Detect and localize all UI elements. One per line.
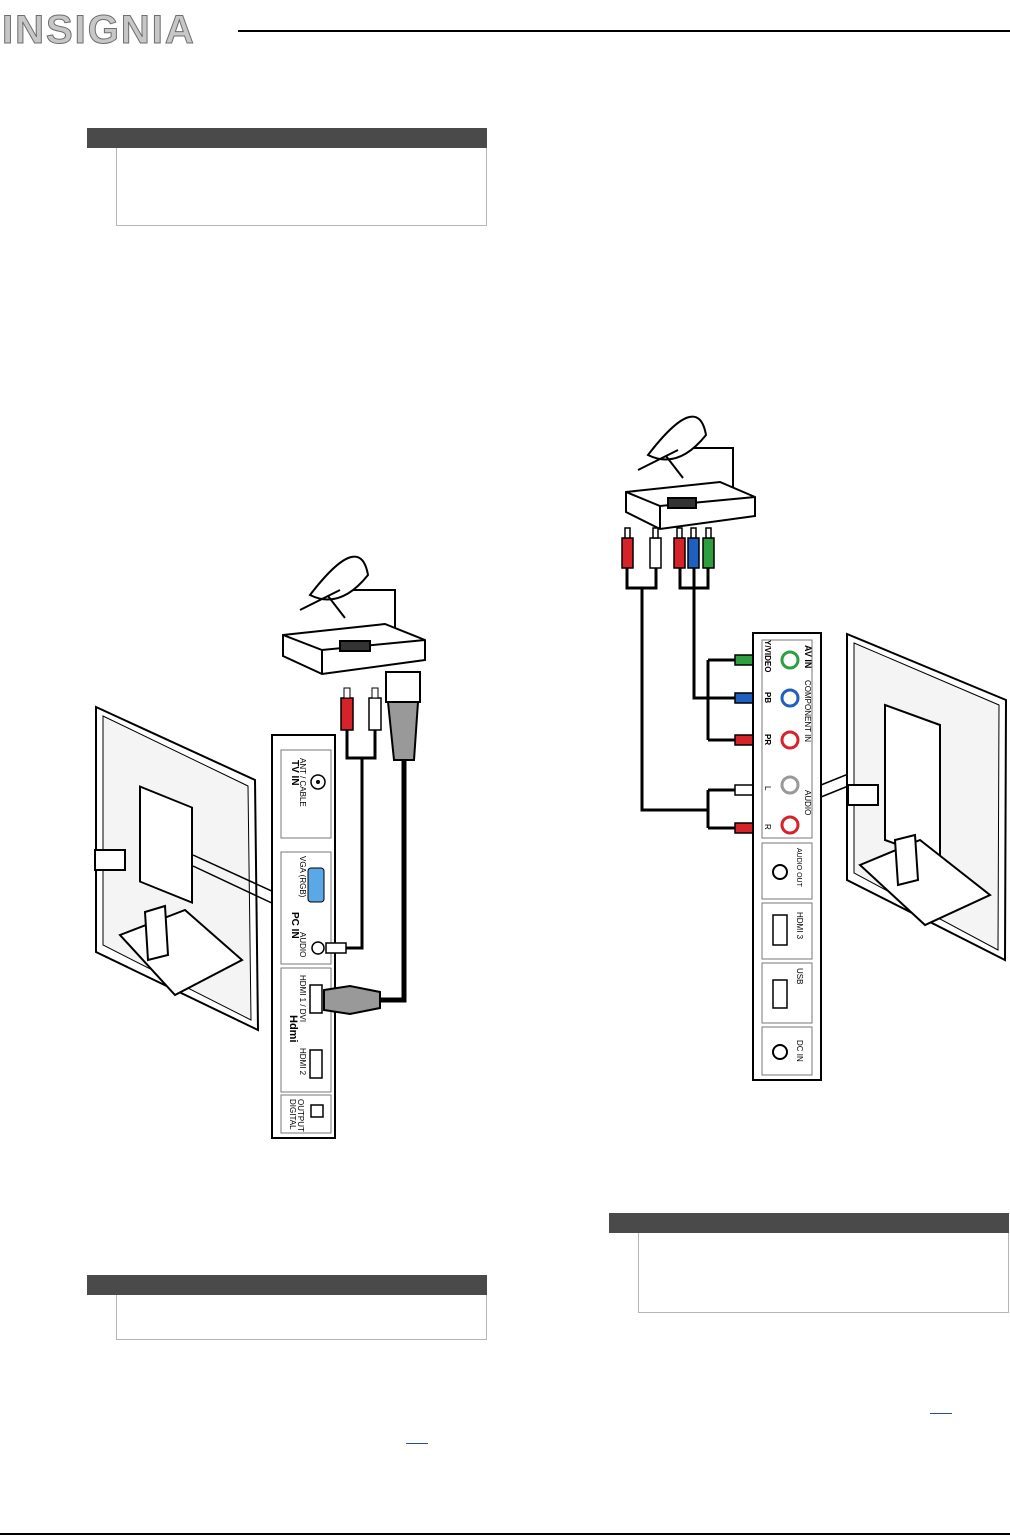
left-cables: [332, 728, 407, 1003]
footer-rule: [0, 1533, 1010, 1535]
label-pr: PR: [763, 734, 772, 745]
label-audio-r: R: [763, 824, 772, 830]
left-connector-panel: TV IN ANT / CABLE PC IN VGA (RGB) AUDIO …: [271, 734, 336, 1139]
label-vga: VGA (RGB): [298, 856, 307, 898]
page-link-underline-left[interactable]: [406, 1443, 428, 1444]
note-box-body: [116, 1295, 487, 1340]
rca-plug-red-icon: [340, 687, 354, 731]
audio-out-port: [772, 864, 788, 880]
tv-back-icon: [846, 632, 1008, 962]
tv-back-icon: [94, 705, 260, 1032]
dc-in-port: [772, 1044, 788, 1060]
rca-plugs-top: [621, 527, 715, 569]
left-connection-illustration: TV IN ANT / CABLE PC IN VGA (RGB) AUDIO …: [94, 555, 426, 1139]
hdmi1-port: [309, 984, 323, 1014]
label-tv-in: TV IN: [289, 760, 300, 786]
label-yvideo: Y/VIDEO: [763, 640, 772, 672]
note-box-bar: [87, 1275, 487, 1295]
hdmi-plug-tv-icon: [323, 984, 381, 1016]
usb-port: [772, 979, 788, 1009]
label-usb: USB: [795, 968, 804, 984]
header-rule: [238, 30, 1010, 32]
pc-audio-port: [311, 941, 325, 955]
audio-r-port: [780, 815, 800, 835]
note-box-bar: [87, 128, 487, 148]
audio-plug-tv-icon: [325, 942, 347, 954]
label-audio-l: L: [763, 786, 772, 791]
label-audio: AUDIO: [803, 790, 812, 815]
rca-plug-white-icon: [368, 687, 382, 731]
label-pc-in: PC IN: [289, 912, 300, 939]
right-connector-panel: AV IN Y/VIDEO PB COMPONENT IN PR L AUDIO…: [752, 632, 822, 1081]
note-box-body: [116, 148, 487, 226]
hdmi-plug-top-icon: [385, 671, 421, 761]
label-hdmi3: HDMI 3: [795, 912, 804, 940]
digital-output-port: [310, 1104, 324, 1118]
note-box-bar: [609, 1213, 1009, 1233]
right-connection-illustration: AV IN Y/VIDEO PB COMPONENT IN PR L AUDIO…: [621, 415, 1008, 1081]
label-audio-out: AUDIO OUT: [795, 848, 802, 888]
note-box-body: [638, 1233, 1009, 1313]
label-output: OUTPUT: [296, 1099, 305, 1132]
label-ant-cable: ANT / CABLE: [298, 758, 307, 807]
satellite-receiver-icon: [625, 415, 756, 531]
satellite-receiver-icon: [282, 555, 426, 676]
label-component-in: COMPONENT IN: [803, 680, 812, 742]
audio-l-port: [780, 775, 800, 795]
label-hdmi1-dvi: HDMI 1 / DVI: [298, 975, 307, 1022]
hdmi3-port: [772, 914, 788, 946]
pr-port: [780, 730, 800, 750]
note-box-3: [609, 1213, 1009, 1313]
label-pb: PB: [763, 692, 772, 703]
label-av-in: AV IN: [803, 645, 813, 668]
label-hdmi-logo: Hdmi: [287, 1015, 299, 1043]
label-pc-audio: AUDIO: [298, 932, 307, 957]
label-hdmi2: HDMI 2: [298, 1048, 307, 1076]
page-link-underline-right[interactable]: [930, 1413, 952, 1414]
label-digital: DIGITAL: [288, 1099, 297, 1130]
hdmi2-port: [309, 1049, 323, 1079]
label-dc-in: DC IN: [795, 1040, 804, 1062]
vga-port: [307, 867, 325, 903]
logo-wordmark: INSIGNIA: [2, 8, 196, 53]
right-cables: [625, 568, 735, 830]
note-box-1: [87, 128, 487, 226]
y-video-port: [780, 650, 800, 670]
pb-port: [780, 688, 800, 708]
note-box-2: [87, 1275, 487, 1340]
insignia-logo: INSIGNIA: [0, 6, 236, 53]
